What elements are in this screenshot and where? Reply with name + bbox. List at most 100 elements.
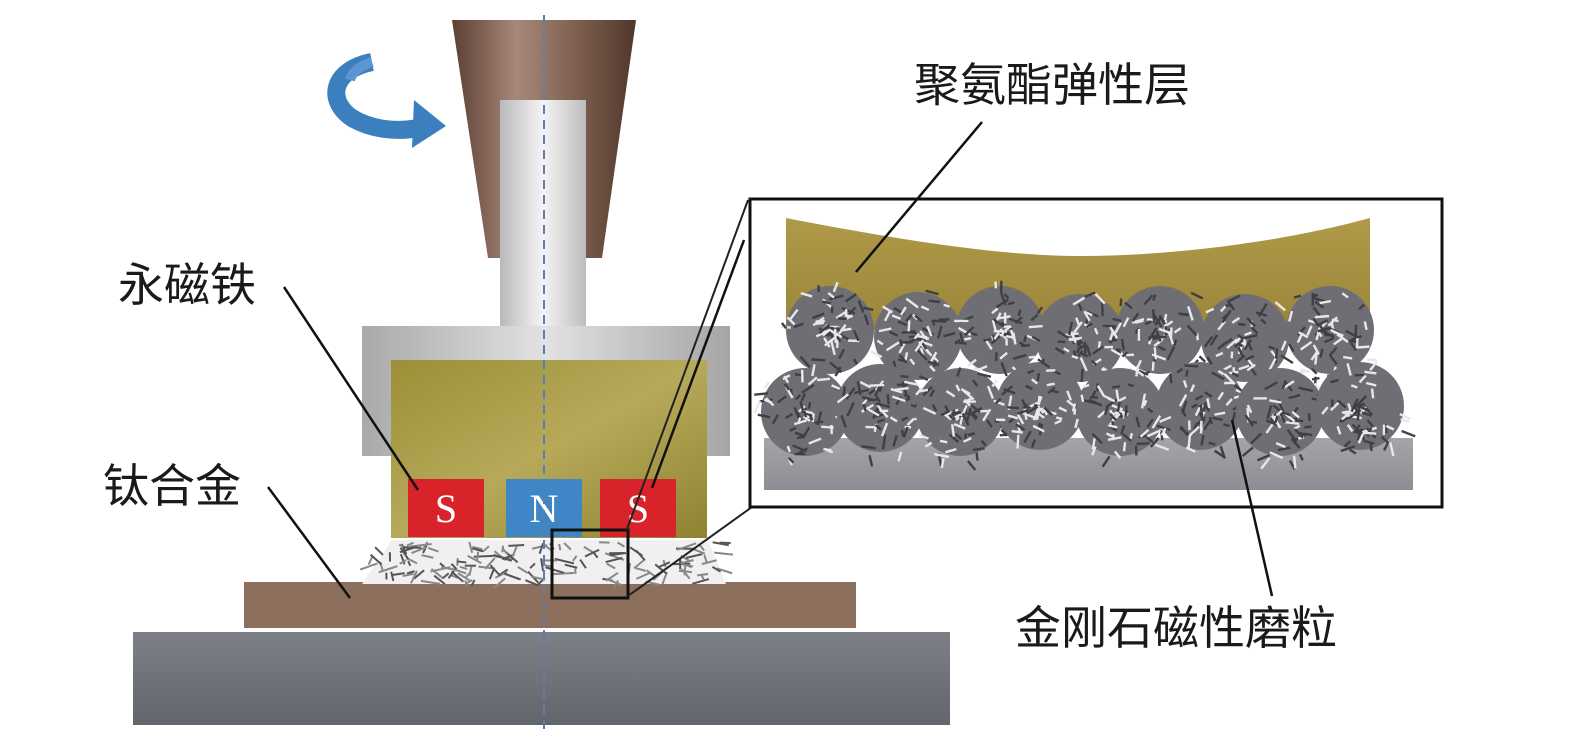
particle-fiber: [973, 448, 985, 450]
magnet-pole-label: S: [627, 486, 649, 531]
particle-fiber: [983, 339, 990, 340]
particle-fiber: [1315, 354, 1316, 365]
particle-fiber: [1165, 314, 1166, 320]
particle-fiber: [1294, 456, 1295, 469]
particle-fiber: [1007, 407, 1019, 408]
particle-fiber: [1099, 341, 1100, 348]
particle-fiber: [1312, 295, 1318, 296]
particle-fiber: [811, 359, 825, 360]
base-plate: [133, 632, 950, 725]
brush-bristle: [559, 544, 560, 550]
particle-fiber: [1276, 416, 1278, 422]
particle-fiber: [1363, 433, 1376, 434]
particle-fiber: [902, 331, 916, 332]
particle-fiber: [1093, 438, 1095, 449]
brush-bristle: [477, 552, 478, 562]
rotation-arrow-icon: [336, 62, 446, 148]
particle-fiber: [1019, 310, 1020, 316]
label-permanent-magnet: 永磁铁: [118, 262, 256, 308]
magnet-1: S: [408, 479, 484, 537]
particle-fiber: [1295, 420, 1303, 421]
particle-fiber: [1038, 373, 1040, 381]
particle-fiber: [902, 430, 903, 436]
particle-fiber: [1029, 357, 1035, 358]
brush-bristle: [508, 545, 524, 546]
particle-fiber: [1029, 326, 1043, 327]
magnet-pole-label: N: [530, 486, 559, 531]
particle-fiber: [1136, 366, 1137, 376]
particle-fiber: [817, 379, 830, 380]
particle-fiber: [901, 376, 909, 377]
particle-fiber: [813, 413, 814, 421]
particle-fiber: [1137, 443, 1150, 444]
particle-fiber: [888, 394, 889, 404]
label-titanium-alloy: 钛合金: [103, 463, 241, 509]
particle-fiber: [1186, 370, 1187, 376]
particle-fiber: [1315, 316, 1329, 317]
particle-fiber: [951, 412, 960, 413]
particle-fiber: [1018, 435, 1019, 449]
magnet-3: S: [600, 479, 676, 537]
leader-titanium-alloy: [268, 487, 350, 598]
particle-fiber: [1153, 362, 1154, 371]
particle-fiber: [1155, 347, 1156, 359]
particle-fiber: [1008, 302, 1014, 304]
particle-fiber: [1153, 309, 1154, 322]
particle-fiber: [1225, 305, 1232, 306]
particle-fiber: [961, 417, 962, 425]
particle-fiber: [870, 385, 885, 386]
particle-fiber: [1112, 386, 1120, 387]
particle-core: [1286, 286, 1374, 374]
particle-fiber: [1343, 357, 1352, 358]
particle-fiber: [952, 424, 954, 436]
particle-fiber: [1294, 296, 1301, 298]
particle-fiber: [1238, 324, 1245, 325]
label-polyurethane-layer: 聚氨酯弹性层: [914, 62, 1190, 108]
brush-bristle: [369, 556, 373, 564]
particle-fiber: [909, 320, 910, 331]
particle-fiber: [1201, 405, 1202, 417]
abrasive-brush: [360, 540, 733, 588]
particle-fiber: [1124, 442, 1125, 451]
particle-fiber: [1332, 320, 1338, 321]
particle-fiber: [1185, 365, 1199, 366]
particle-fiber: [1012, 431, 1023, 433]
particle-fiber: [928, 301, 940, 302]
particle-fiber: [1372, 389, 1373, 399]
particle-fiber: [1082, 369, 1083, 382]
particle-fiber: [1047, 384, 1055, 386]
brush-bristle: [714, 553, 733, 555]
particle-fiber: [1326, 335, 1334, 336]
particle-fiber: [1170, 374, 1171, 384]
particle-fiber: [1367, 359, 1377, 360]
particle-fiber: [1365, 372, 1377, 374]
particle-fiber: [754, 393, 768, 394]
particle-fiber: [917, 336, 927, 337]
particle-fiber: [1039, 396, 1040, 404]
particle-fiber: [795, 374, 801, 375]
particle-fiber: [799, 418, 801, 424]
particle-fiber: [1370, 443, 1371, 451]
titanium-workpiece: [244, 582, 856, 628]
particle-fiber: [1174, 340, 1176, 346]
particle-fiber: [977, 453, 978, 461]
particle-fiber: [1056, 418, 1062, 419]
particle-fiber: [809, 402, 810, 409]
particle-fiber: [804, 411, 806, 417]
brush-bristle: [457, 561, 467, 562]
particle-fiber: [919, 390, 928, 391]
particle-fiber: [1276, 348, 1277, 363]
particle-fiber: [1358, 407, 1359, 421]
brush-bristle: [685, 564, 686, 575]
particle-fiber: [1357, 338, 1358, 348]
particle-fiber: [1082, 395, 1083, 402]
magnet-pole-label: S: [435, 486, 457, 531]
particle-fiber: [934, 361, 936, 367]
particle-fiber: [964, 338, 971, 339]
zoom-panel: [750, 199, 1442, 507]
particle-fiber: [968, 433, 975, 435]
particle-fiber: [1052, 391, 1059, 393]
label-diamond-abrasive: 金刚石磁性磨粒: [1015, 605, 1337, 651]
